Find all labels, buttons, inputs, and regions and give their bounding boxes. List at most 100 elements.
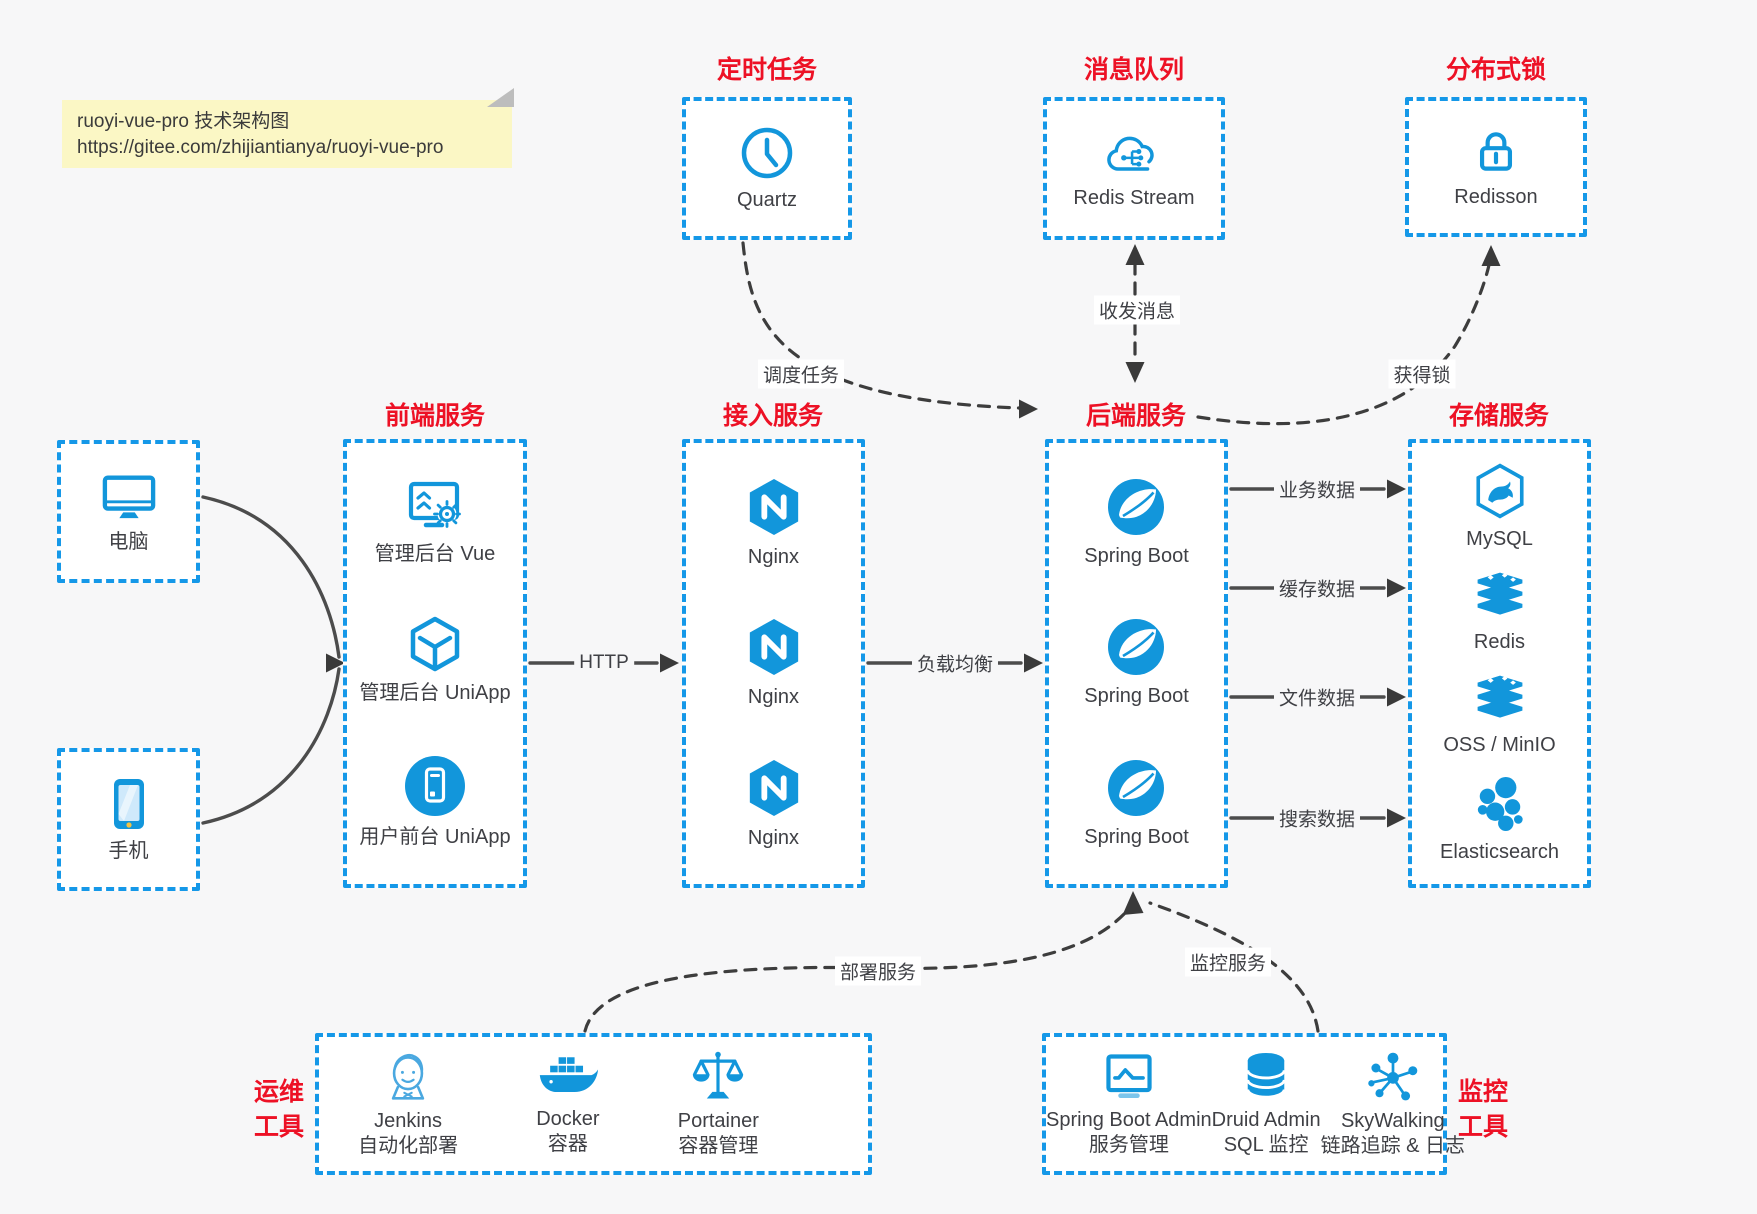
tool-desc: 自动化部署 xyxy=(358,1135,459,1157)
title-scheduler: 定时任务 xyxy=(716,56,818,84)
object-storage-stack-icon xyxy=(1477,675,1522,718)
edge-phone-frontend xyxy=(201,667,341,825)
title-gateway: 接入服务 xyxy=(722,402,824,430)
network-hub-icon xyxy=(1368,1052,1418,1101)
scales-icon xyxy=(693,1051,744,1099)
redis-stack-icon xyxy=(1477,572,1522,615)
desktop-icon xyxy=(102,475,155,518)
node-label: Elasticsearch xyxy=(1440,841,1559,864)
edge-label-loadbalance: 负载均衡 xyxy=(911,648,999,678)
title-mq: 消息队列 xyxy=(1083,56,1185,84)
edge-label-cache-data: 缓存数据 xyxy=(1273,573,1361,603)
title-backend: 后端服务 xyxy=(1085,402,1187,430)
node-label: Quartz xyxy=(736,188,798,211)
node-skywalking: SkyWalking 链路追踪 & 日志 xyxy=(1321,1049,1465,1159)
cloud-share-icon xyxy=(1107,136,1154,171)
tool-desc: SQL 监控 xyxy=(1223,1134,1309,1156)
quartz-box: Quartz xyxy=(682,97,852,240)
node-springboot-admin: Spring Boot Admin 服务管理 xyxy=(1046,1050,1212,1158)
node-label: 管理后台 UniApp xyxy=(359,682,511,705)
node-springboot-3: Spring Boot xyxy=(1084,758,1189,850)
monitor-pulse-icon xyxy=(1106,1054,1152,1098)
tool-desc: 链路追踪 & 日志 xyxy=(1320,1135,1466,1157)
title-ops: 运维工具 xyxy=(253,1078,304,1141)
node-label: Spring Boot xyxy=(1084,825,1189,848)
edge-label-acquire-lock: 获得锁 xyxy=(1388,359,1456,389)
node-mysql: MySQL xyxy=(1466,462,1533,552)
node-admin-uniapp: 管理后台 UniApp xyxy=(359,614,511,706)
sticky-note-fold-icon xyxy=(487,88,514,107)
node-label: SkyWalking 链路追踪 & 日志 xyxy=(1321,1109,1465,1159)
node-quartz: Quartz xyxy=(737,125,797,213)
note-title: ruoyi-vue-pro 技术架构图 xyxy=(77,111,290,132)
title-frontend: 前端服务 xyxy=(384,402,486,430)
node-label: Redis Stream xyxy=(1073,186,1195,209)
tool-desc: 服务管理 xyxy=(1088,1134,1169,1156)
node-label: MySQL xyxy=(1466,527,1533,550)
node-nginx-3: Nginx xyxy=(745,757,803,851)
node-redisson: Redisson xyxy=(1454,124,1538,210)
circle-phone-icon xyxy=(405,756,465,817)
node-oss-minio: OSS / MinIO xyxy=(1443,672,1556,758)
edge-label-biz-data: 业务数据 xyxy=(1273,474,1361,504)
admin-screen-gear-icon xyxy=(408,481,461,528)
edge-label-file-data: 文件数据 xyxy=(1273,682,1361,712)
tool-name: Jenkins xyxy=(374,1110,442,1132)
tool-name: Spring Boot Admin xyxy=(1046,1109,1212,1131)
pc-box: 电脑 xyxy=(57,440,200,583)
node-label: Spring Boot xyxy=(1084,685,1189,708)
node-user-uniapp: 用户前台 UniApp xyxy=(359,754,511,850)
elasticsearch-cluster-icon xyxy=(1477,777,1523,832)
nginx-icon xyxy=(749,619,798,676)
storage-services-box: MySQL Redis OSS / MinIO Elasticsearch xyxy=(1408,439,1591,888)
redis-stream-box: Redis Stream xyxy=(1043,97,1225,240)
note-url: https://gitee.com/zhijiantianya/ruoyi-vu… xyxy=(77,137,444,158)
node-springboot-1: Spring Boot xyxy=(1084,477,1189,569)
edge-label-deploy: 部署服务 xyxy=(834,956,922,986)
docker-whale-icon xyxy=(539,1057,598,1093)
node-redis: Redis xyxy=(1472,569,1528,655)
node-label: Nginx xyxy=(747,826,800,849)
jenkins-icon xyxy=(391,1054,425,1100)
title-monitoring: 监控工具 xyxy=(1457,1078,1508,1141)
backend-services-box: Spring Boot Spring Boot Spring Boot xyxy=(1045,439,1228,888)
node-springboot-2: Spring Boot xyxy=(1084,617,1189,709)
node-phone: 手机 xyxy=(104,776,154,864)
tool-name: Docker xyxy=(536,1108,600,1130)
node-label: Nginx xyxy=(747,686,800,709)
node-label: 电脑 xyxy=(108,530,149,553)
node-label: Redis xyxy=(1473,630,1526,653)
edge-label-search-data: 搜索数据 xyxy=(1273,803,1361,833)
tool-name: Portainer xyxy=(677,1110,759,1132)
tool-name: SkyWalking xyxy=(1340,1110,1445,1132)
edge-pc-frontend xyxy=(201,495,341,659)
node-label: 手机 xyxy=(108,839,149,862)
spring-leaf-icon xyxy=(1108,619,1165,676)
lock-icon xyxy=(1479,132,1513,171)
node-label: Spring Boot Admin 服务管理 xyxy=(1046,1108,1212,1158)
nginx-icon xyxy=(749,759,798,816)
cube-icon xyxy=(410,617,460,672)
node-label: Nginx xyxy=(747,546,800,569)
nginx-icon xyxy=(749,479,798,536)
edge-label-http: HTTP xyxy=(574,651,634,675)
spring-leaf-icon xyxy=(1108,759,1165,816)
clock-icon xyxy=(741,127,793,178)
node-nginx-1: Nginx xyxy=(745,476,803,570)
node-pc: 电脑 xyxy=(100,469,158,555)
sticky-note: ruoyi-vue-pro 技术架构图 https://gitee.com/zh… xyxy=(62,88,514,168)
title-lock: 分布式锁 xyxy=(1445,56,1547,84)
node-label: Redisson xyxy=(1454,186,1538,208)
node-label: Jenkins 自动化部署 xyxy=(358,1109,458,1159)
title-storage: 存储服务 xyxy=(1448,402,1550,430)
node-jenkins: Jenkins 自动化部署 xyxy=(358,1049,458,1159)
edge-acquire-lock xyxy=(1196,263,1491,426)
spring-leaf-icon xyxy=(1108,479,1165,536)
